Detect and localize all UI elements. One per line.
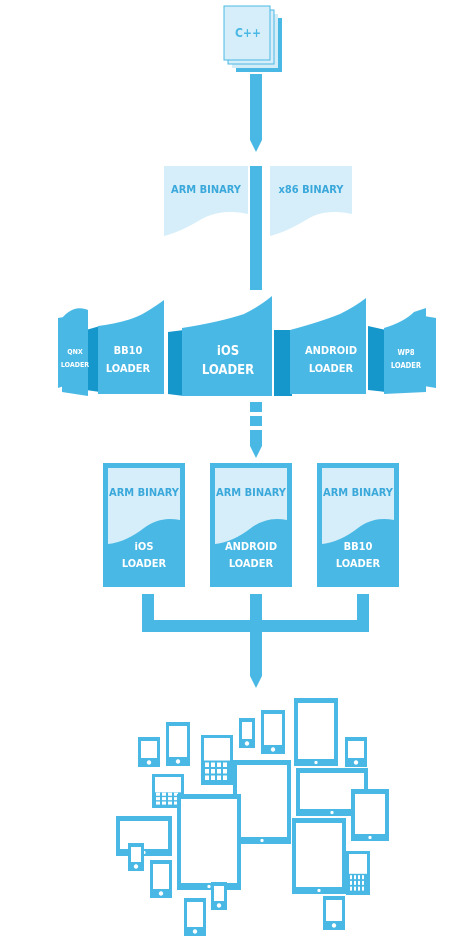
device-cloud [116,698,389,936]
phone-icon [138,737,160,767]
phone-icon [184,898,206,936]
android-loader-line2: LOADER [309,362,354,375]
phone-icon [323,896,345,930]
phone-icon [150,860,172,898]
connector-arrow [250,74,262,152]
ios-loader-line1: iOS [217,344,239,359]
package-ios-binary: ARM BINARY [109,486,180,499]
phone-icon [128,843,144,871]
carousel-card-qnx-loader: QNX LOADER [61,308,89,396]
wp8-loader-line1: WP8 [397,348,414,357]
qwerty-phone-icon [346,851,370,895]
carousel-card-bb10-loader: BB10 LOADER [98,300,164,394]
package-bb10-binary: ARM BINARY [323,486,394,499]
package-bb10: ARM BINARY BB10 LOADER [317,463,399,587]
package-android-line2: LOADER [229,557,274,570]
qnx-loader-line2: LOADER [61,361,89,369]
bb10-loader-line1: BB10 [114,344,143,357]
tablet-icon [177,794,241,890]
tablet-icon [351,789,389,841]
bb10-loader-line2: LOADER [106,362,151,375]
phone-icon [211,882,227,910]
phone-icon [261,710,285,754]
loader-carousel: QNX LOADER BB10 LOADER iOS LOADER ANDROI… [58,296,436,396]
connector-dashed [250,402,262,458]
tablet-icon [233,760,291,844]
ios-loader-line2: LOADER [202,363,254,378]
package-android: ARM BINARY ANDROID LOADER [210,463,292,587]
carousel-card-ios-loader: iOS LOADER [182,296,272,396]
arm-binary-label: ARM BINARY [171,183,242,196]
carousel-card-android-loader: ANDROID LOADER [290,298,366,394]
merge-connector [142,594,369,688]
arm-binary-file: ARM BINARY [164,166,248,236]
tablet-icon [292,818,346,894]
package-ios-line1: iOS [135,540,154,553]
package-android-binary: ARM BINARY [216,486,287,499]
qwerty-phone-icon [201,735,233,785]
wp8-loader-line2: LOADER [391,361,422,370]
carousel-card-wp8-loader: WP8 LOADER [384,308,426,394]
x86-binary-label: x86 BINARY [279,183,345,196]
android-loader-line1: ANDROID [305,344,357,357]
qnx-loader-line1: QNX [67,348,83,356]
package-bb10-line1: BB10 [344,540,373,553]
phone-icon [345,737,367,767]
tablet-icon [294,698,338,766]
package-ios-line2: LOADER [122,557,167,570]
phone-icon [239,718,255,748]
x86-binary-file: x86 BINARY [270,166,352,236]
cpp-source-label: C++ [235,26,261,40]
package-bb10-line2: LOADER [336,557,381,570]
package-android-line1: ANDROID [225,540,277,553]
phone-icon [166,722,190,766]
cpp-source-file-stack: C++ [223,5,282,72]
package-ios: ARM BINARY iOS LOADER [103,463,185,587]
connector-bar [250,166,262,290]
